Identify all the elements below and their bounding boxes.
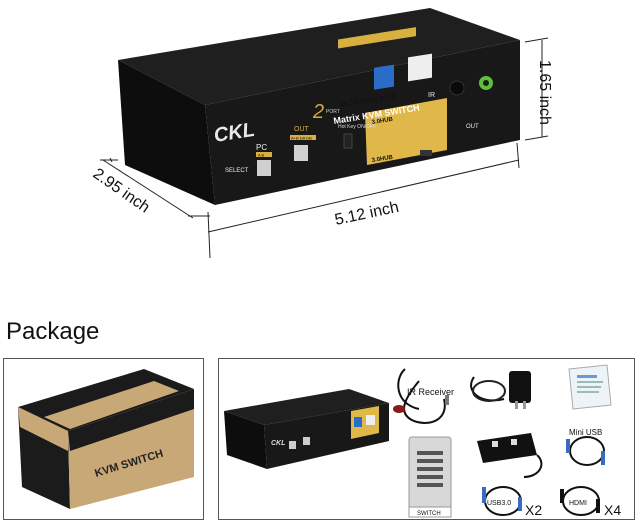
manual (568, 364, 612, 410)
hotkey-label: Hot Key ON/OFF (338, 124, 376, 130)
package-title: Package (6, 318, 100, 345)
hub-top-label: 3.0HUB (371, 117, 394, 126)
mini-brand: CKL (271, 440, 285, 447)
out-label: OUT (294, 126, 310, 133)
ir-jack (449, 80, 465, 96)
remote (408, 436, 452, 518)
remote-label: SWITCH (417, 511, 441, 517)
usb30-cable (482, 486, 522, 516)
usb30-qty: X2 (525, 502, 542, 518)
power-adapter (470, 371, 531, 409)
usb-port-blue (374, 64, 394, 90)
switch-pad (477, 433, 543, 478)
badge-number: 2 (312, 101, 324, 123)
dimension-depth (100, 157, 210, 219)
badge-small: PORT (326, 109, 340, 115)
ir-receiver (393, 368, 449, 424)
pc-ab: A B (258, 153, 265, 158)
out-right-label: OUT (466, 124, 479, 130)
height-label: 1.65 inch (536, 60, 553, 125)
dimension-width (207, 142, 520, 259)
contents-illustration: CKL IR Receiver SWITCH (224, 364, 621, 518)
select-button (257, 160, 271, 176)
dimension-height (524, 37, 549, 141)
device-side (118, 60, 215, 205)
ir-receiver-label: IR Receiver (407, 387, 454, 397)
usb-port-small (420, 150, 432, 156)
pc-label: PC (256, 143, 267, 152)
gold-panel (365, 98, 447, 165)
contents-panel: CKL IR Receiver SWITCH (218, 358, 635, 520)
box-illustration: KVM SWITCH (18, 369, 194, 509)
ir-label: IR (428, 92, 435, 99)
mini-usb-label: Mini USB (569, 428, 602, 437)
device-top (118, 8, 520, 105)
out-sub: A+B DA DB (291, 136, 312, 141)
usb30-label: USB3.0 (487, 500, 511, 507)
hub-bottom-label: 3.0HUB (371, 155, 394, 164)
out-button (294, 145, 308, 161)
mini-usb-cable (566, 436, 605, 466)
device-front (205, 40, 520, 205)
product-figure: 2 PORT 4K 2K 60Hz 4:4:4 Matrix KVM SWITC… (90, 8, 553, 259)
width-label: 5.12 inch (333, 199, 400, 229)
hdmi-label: HDMI (569, 500, 587, 507)
hdmi-cable (560, 486, 600, 516)
usb-port-white (408, 53, 432, 82)
select-label: SELECT (225, 168, 249, 174)
hotkey-button (343, 133, 353, 149)
box-panel: KVM SWITCH (3, 358, 204, 520)
hdmi-qty: X4 (604, 502, 621, 518)
